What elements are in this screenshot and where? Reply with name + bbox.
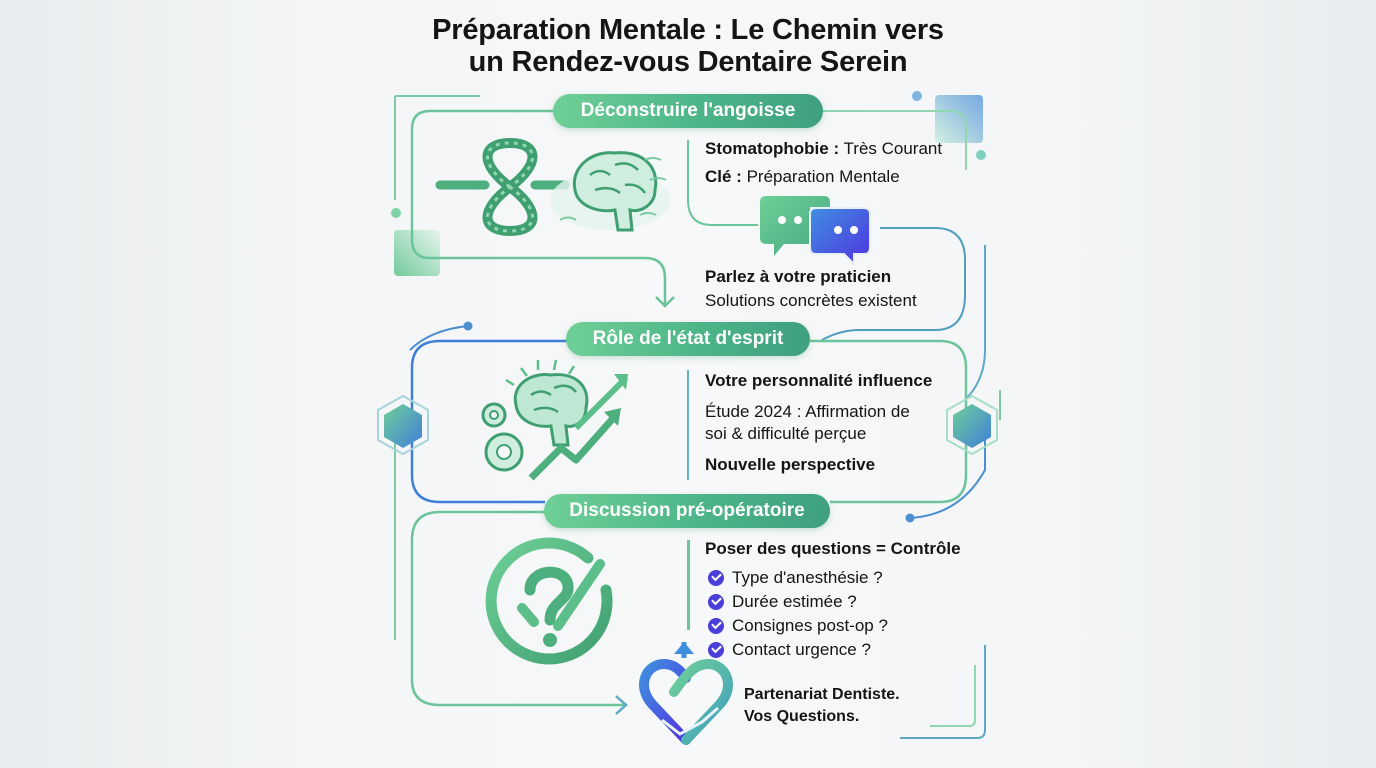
title-line-1: Préparation Mentale : Le Chemin vers bbox=[432, 14, 944, 46]
title-line-2: un Rendez-vous Dentaire Serein bbox=[468, 46, 908, 78]
checklist-item: Consignes post-op ? bbox=[708, 614, 888, 638]
stomatophobie-label: Stomatophobie : bbox=[705, 139, 840, 158]
partner-line-2: Vos Questions. bbox=[744, 708, 860, 725]
section-2-divider bbox=[687, 370, 689, 480]
study-line-2: soi & difficulté perçue bbox=[705, 424, 867, 443]
question-checklist: Type d'anesthésie ? Durée estimée ? Cons… bbox=[708, 566, 888, 662]
cle-value: Préparation Mentale bbox=[741, 167, 900, 186]
perspective-footer: Nouvelle perspective bbox=[705, 455, 876, 474]
personality-heading: Votre personnalité influence bbox=[705, 371, 933, 390]
knot-brain-icon bbox=[435, 137, 670, 237]
check-circle-icon bbox=[708, 570, 724, 586]
questions-heading: Poser des questions = Contrôle bbox=[705, 539, 961, 558]
cle-line: Clé : Préparation Mentale bbox=[705, 165, 900, 189]
heart-handshake-icon bbox=[639, 642, 733, 745]
section-pill-role: Rôle de l'état d'esprit bbox=[566, 322, 810, 356]
question-check-icon bbox=[485, 537, 613, 665]
stomatophobie-line: Stomatophobie : Très Courant bbox=[705, 137, 942, 161]
cle-label: Clé : bbox=[705, 167, 742, 186]
checklist-item-text: Consignes post-op ? bbox=[732, 616, 888, 635]
study-line-1: Étude 2024 : Affirmation de bbox=[705, 402, 910, 421]
checklist-item: Type d'anesthésie ? bbox=[708, 566, 888, 590]
chat-bubbles-icon bbox=[760, 196, 871, 267]
check-circle-icon bbox=[708, 618, 724, 634]
page-title: Préparation Mentale : Le Chemin vers un … bbox=[380, 14, 996, 78]
checklist-item-text: Contact urgence ? bbox=[732, 640, 871, 659]
check-circle-icon bbox=[708, 594, 724, 610]
checklist-item: Contact urgence ? bbox=[708, 638, 888, 662]
stomatophobie-value: Très Courant bbox=[839, 139, 943, 158]
callout-text: Solutions concrètes existent bbox=[705, 291, 917, 310]
checklist-item-text: Durée estimée ? bbox=[732, 592, 857, 611]
check-circle-icon bbox=[708, 642, 724, 658]
section-pill-discussion: Discussion pré-opératoire bbox=[544, 494, 830, 528]
checklist-item-text: Type d'anesthésie ? bbox=[732, 568, 883, 587]
partner-line-1: Partenariat Dentiste. bbox=[744, 686, 900, 703]
section-pill-deconstruire: Déconstruire l'angoisse bbox=[553, 94, 823, 128]
checklist-item: Durée estimée ? bbox=[708, 590, 888, 614]
brain-gears-growth-icon bbox=[481, 359, 629, 481]
callout-heading: Parlez à votre praticien bbox=[705, 267, 892, 286]
section-3-divider bbox=[688, 540, 690, 630]
